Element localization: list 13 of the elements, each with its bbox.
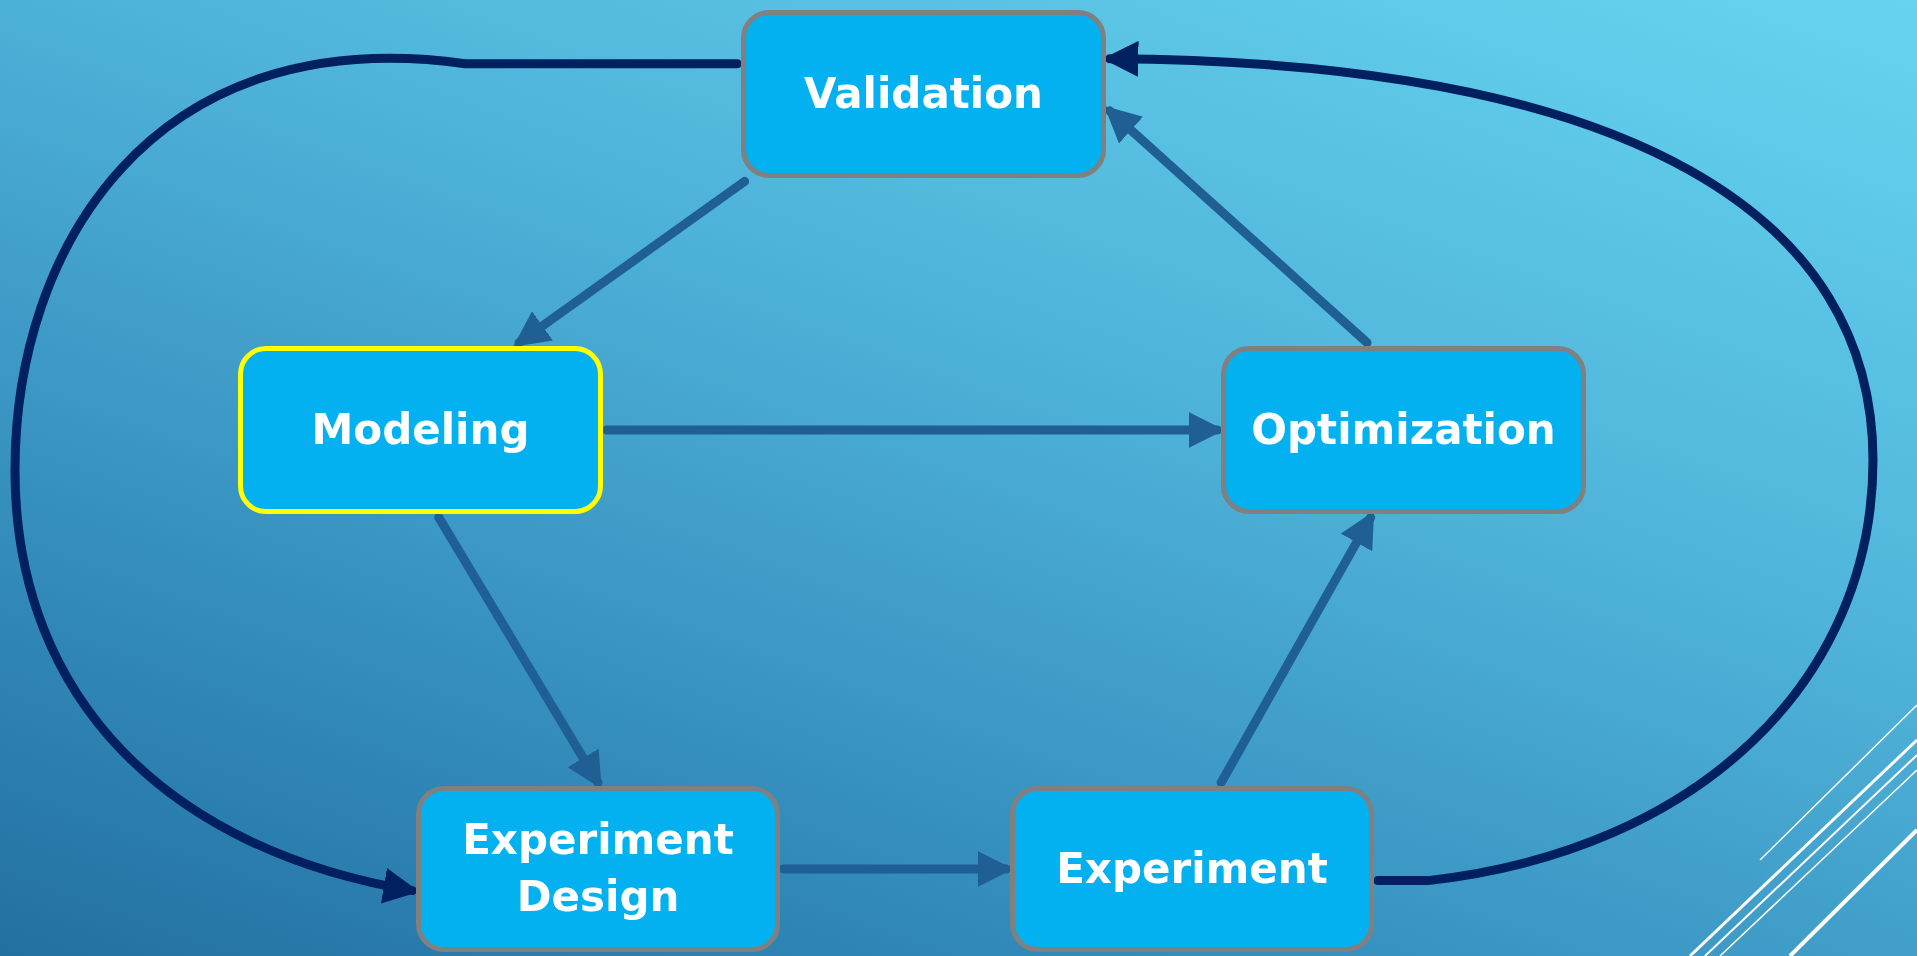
arrow: [1104, 106, 1372, 348]
arrow: [10, 53, 742, 903]
box-label: Modeling: [311, 403, 530, 456]
box-label: Optimization: [1251, 403, 1556, 456]
process-box: [1221, 346, 1586, 514]
box-label: Validation: [804, 67, 1043, 120]
process-box: [416, 786, 780, 952]
process-box: [741, 10, 1106, 178]
box-label: Experiment Design: [461, 814, 735, 923]
box-label: Experiment: [1056, 842, 1328, 895]
process-box: [1010, 786, 1374, 952]
process-box: [238, 346, 603, 514]
arrow: [513, 176, 750, 348]
